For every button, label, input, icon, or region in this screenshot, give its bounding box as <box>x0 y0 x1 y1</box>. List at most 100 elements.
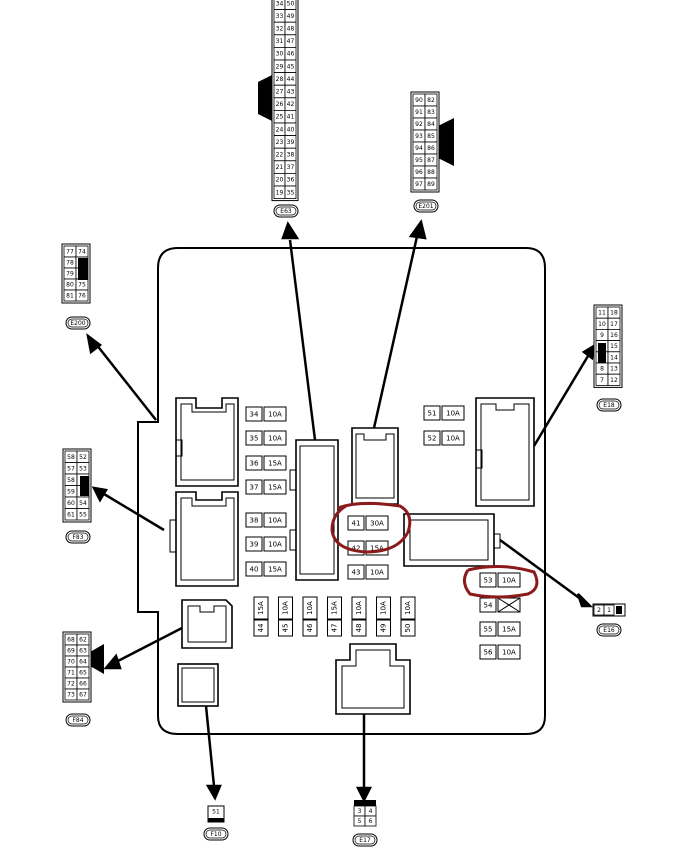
pin-e63-50: 50 <box>287 0 295 7</box>
pin-e18-14: 14 <box>610 354 618 361</box>
pin-f84-73: 73 <box>67 692 75 699</box>
fuse-51-rating: 10A <box>446 410 460 418</box>
pin-e63-41: 41 <box>287 114 295 121</box>
connector-label-f10: F10 <box>203 827 229 841</box>
connector-label-f84-label: F84 <box>72 717 83 724</box>
pin-e18-15: 15 <box>610 343 618 350</box>
pin-e63-47: 47 <box>287 38 295 45</box>
connector-label-e63-label: E63 <box>280 208 292 215</box>
pin-e63-20: 20 <box>276 177 284 184</box>
pin-e201-82: 82 <box>427 97 435 104</box>
connector-label-f10-label: F10 <box>210 831 221 838</box>
connector-label-e18-label: E18 <box>603 402 615 409</box>
pin-f84-72: 72 <box>67 681 75 688</box>
pin-e200-74: 74 <box>78 249 86 256</box>
pin-e200-79: 79 <box>66 271 74 278</box>
fuse-47-number: 47 <box>331 624 339 633</box>
highlight-circle-fuse-41 <box>330 501 412 554</box>
pin-e63-48: 48 <box>287 26 295 33</box>
pin-e63-34: 34 <box>276 0 284 7</box>
pin-e17-3: 3 <box>358 808 362 815</box>
pin-f84-71: 71 <box>67 670 75 677</box>
pin-e200-80: 80 <box>66 282 74 289</box>
connector-label-e201: E201 <box>413 199 439 213</box>
pin-e201-92: 92 <box>415 121 423 128</box>
connector-label-e16-label: E16 <box>603 627 615 634</box>
pin-e63-43: 43 <box>287 89 295 96</box>
fuse-52-rating: 10A <box>446 435 460 443</box>
relay-socket-1 <box>175 397 239 487</box>
pin-e18-11: 11 <box>598 310 606 317</box>
pin-e63-19: 19 <box>276 189 284 196</box>
connector-label-f84: F84 <box>65 713 91 727</box>
pin-e63-27: 27 <box>276 89 284 96</box>
pin-e63-39: 39 <box>287 139 295 146</box>
connector-socket-e18 <box>475 397 535 507</box>
pin-e63-30: 30 <box>276 51 284 58</box>
pin-e200-75: 75 <box>78 282 86 289</box>
connector-label-e63: E63 <box>273 204 299 218</box>
fuse-43-rating: 10A <box>370 569 384 577</box>
pin-e63-45: 45 <box>287 63 295 70</box>
pin-e201-93: 93 <box>415 133 423 140</box>
fuse-34-rating: 10A <box>268 411 282 419</box>
fuse-49-rating: 10A <box>380 601 388 615</box>
fuse-54-number: 54 <box>484 602 493 610</box>
pin-e18-18: 18 <box>610 310 618 317</box>
highlight-marks <box>330 501 539 599</box>
pin-e201-94: 94 <box>415 145 423 152</box>
pin-e201-97: 97 <box>415 181 423 188</box>
pin-e18-9: 9 <box>600 332 604 339</box>
fuse-56-rating: 10A <box>502 649 516 657</box>
connector-label-e16: E16 <box>596 623 622 637</box>
pin-f84-70: 70 <box>67 659 75 666</box>
pin-e16-1: 1 <box>607 607 611 614</box>
pin-e201-96: 96 <box>415 169 423 176</box>
pin-f84-68: 68 <box>67 637 75 644</box>
pin-e63-35: 35 <box>287 189 295 196</box>
relay-socket-e16 <box>403 513 495 567</box>
fuse-41-number: 41 <box>352 520 361 528</box>
fuse-40-number: 40 <box>250 566 259 574</box>
fuse-block-housing <box>137 247 546 735</box>
pin-e63-26: 26 <box>276 101 284 108</box>
pin-f84-66: 66 <box>79 681 87 688</box>
fuse-35-number: 35 <box>250 435 259 443</box>
pin-f83-61: 61 <box>67 511 75 518</box>
connector-label-e18: E18 <box>596 398 622 412</box>
pin-f84-65: 65 <box>79 670 87 677</box>
fuse-36-number: 36 <box>250 460 259 468</box>
fuse-43-number: 43 <box>352 569 361 577</box>
pin-e201-87: 87 <box>427 157 435 164</box>
pin-f83-54: 54 <box>79 500 87 507</box>
fuse-36: 36 15A <box>245 455 287 471</box>
pin-e63-40: 40 <box>287 126 295 133</box>
fuse-39-rating: 10A <box>268 541 282 549</box>
pin-e63-31: 31 <box>276 38 284 45</box>
connector-label-e200-label: E200 <box>70 320 85 327</box>
pin-f84-67: 67 <box>79 692 87 699</box>
connector-label-e201-label: E201 <box>418 203 433 210</box>
pin-e63-44: 44 <box>287 76 295 83</box>
pin-e63-29: 29 <box>276 63 284 70</box>
fuse-36-rating: 15A <box>268 460 282 468</box>
connector-label-e200: E200 <box>65 316 91 330</box>
connector-socket-e17 <box>335 643 411 715</box>
pin-e201-86: 86 <box>427 145 435 152</box>
pin-f83-58: 58 <box>67 477 75 484</box>
pin-e63-24: 24 <box>276 126 284 133</box>
fuse-42-number: 42 <box>352 545 361 553</box>
